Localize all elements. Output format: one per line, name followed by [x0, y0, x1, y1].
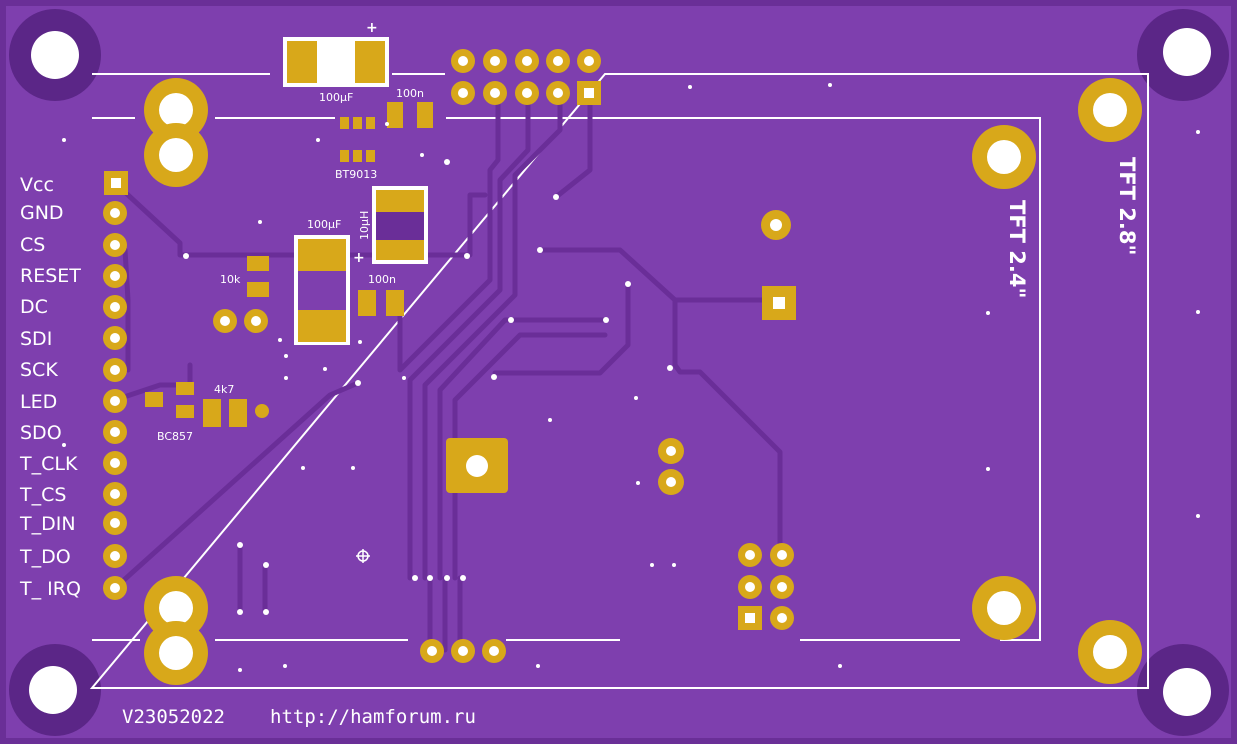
pin-label-sdo: SDO: [20, 422, 62, 444]
board-version: V23052022: [122, 706, 225, 728]
bottom-header-1x3: [420, 639, 506, 663]
left-pin-header: [103, 171, 128, 600]
mounting-holes: [9, 9, 1229, 736]
pin-label-cs: CS: [20, 234, 45, 256]
smd-components: [145, 37, 433, 427]
copper-traces: [112, 97, 783, 653]
silkscreen-outlines: [89, 73, 1149, 689]
label-cap-top: 100µF: [319, 91, 353, 104]
pin-label-t-cs: T_CS: [19, 484, 66, 506]
pin-label-sck: SCK: [20, 359, 58, 381]
label-inductor: 10µH: [358, 211, 371, 240]
label-10k: 10k: [220, 273, 241, 286]
label-cap-top-plus: +: [366, 20, 378, 36]
pin-label-led: LED: [20, 391, 57, 413]
pin-label-sdi: SDI: [20, 328, 52, 350]
fiducial: [356, 549, 370, 563]
vias: [62, 83, 1200, 672]
label-4k7: 4k7: [214, 383, 234, 396]
label-tft-28: TFT 2.8": [1115, 157, 1139, 255]
label-inductor-plus: +: [353, 250, 365, 266]
pin-label-t-irq: T_ IRQ: [19, 578, 81, 600]
pin-label-gnd: GND: [20, 202, 64, 224]
board-url: http://hamforum.ru: [270, 706, 476, 728]
label-tft-24: TFT 2.4": [1005, 200, 1029, 298]
misc-pads: [213, 210, 796, 495]
label-cap-mid: 100µF: [307, 218, 341, 231]
label-cap-100n-top: 100n: [396, 87, 424, 100]
tft-mount-pads: [144, 78, 1142, 685]
pin-label-t-clk: T_CLK: [19, 453, 78, 475]
pin-label-vcc: Vcc: [20, 174, 54, 196]
top-header-2x5: [451, 49, 601, 105]
label-bt9013: BT9013: [335, 168, 377, 181]
label-bc857: BC857: [157, 430, 193, 443]
pin-label-reset: RESET: [20, 265, 81, 287]
header-2x3: [738, 543, 794, 630]
label-cap-100n-mid: 100n: [368, 273, 396, 286]
pin-label-dc: DC: [20, 296, 48, 318]
pin-label-t-din: T_DIN: [19, 513, 76, 535]
pin-label-t-do: T_DO: [19, 546, 71, 568]
